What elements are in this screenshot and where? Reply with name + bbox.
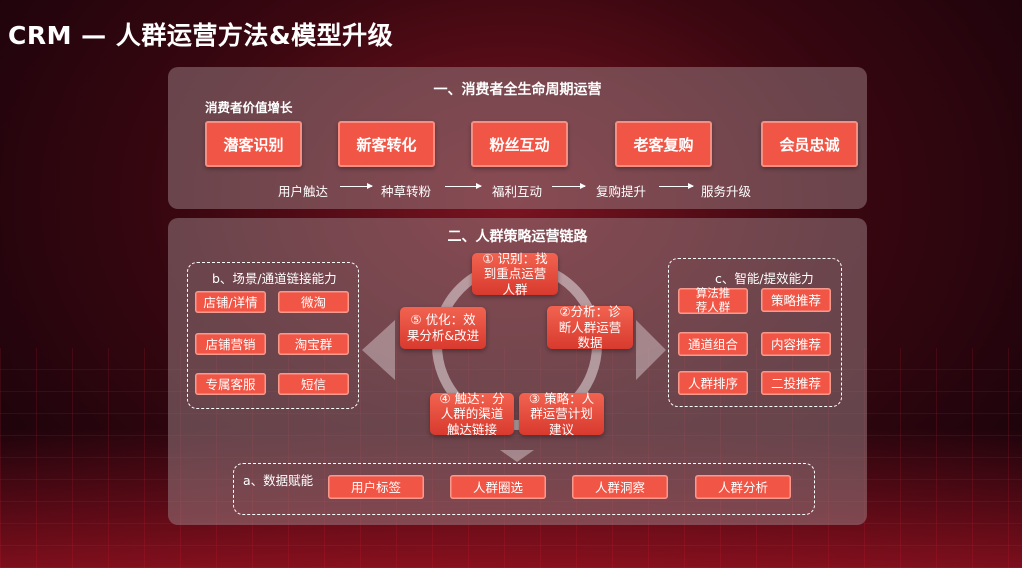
down-arrow-icon xyxy=(500,450,534,462)
page-title: CRM — 人群运营方法&模型升级 xyxy=(8,21,394,50)
stage-fan: 粉丝互动 xyxy=(471,121,568,167)
flow-step: 复购提升 xyxy=(596,184,647,199)
channel-item: 短信 xyxy=(278,373,349,395)
flow-arrow xyxy=(340,183,373,189)
flow-step: 用户触达 xyxy=(278,184,329,199)
flow-arrow xyxy=(552,183,586,189)
smart-item: 策略推荐 xyxy=(761,288,831,312)
data-empowerment-box xyxy=(233,463,815,515)
smart-item: 二投推荐 xyxy=(761,371,831,395)
flow-step: 福利互动 xyxy=(492,184,543,199)
flow-arrow xyxy=(445,183,482,189)
cycle-analyze: ②分析：诊 断人群运营 数据 xyxy=(547,304,633,350)
channel-item: 淘宝群 xyxy=(278,333,349,355)
smart-item: 内容推荐 xyxy=(761,332,831,356)
flow-step: 服务升级 xyxy=(701,184,752,199)
cycle-strategy: ③ 策略：人 群运营计划 建议 xyxy=(519,391,604,437)
smart-capability-box xyxy=(668,258,842,407)
smart-item: 算法推 荐人群 xyxy=(678,286,748,314)
value-growth-label: 消费者价值增长 xyxy=(205,100,293,115)
smart-item: 人群排序 xyxy=(678,371,748,395)
right-arrow-icon xyxy=(636,320,666,380)
data-empowerment-title: a、数据赋能 xyxy=(243,473,314,488)
smart-capability-title: c、智能/提效能力 xyxy=(715,271,814,286)
flow-arrow xyxy=(659,183,694,189)
flow-step: 种草转粉 xyxy=(381,184,432,199)
channel-capability-title: b、场景/通道链接能力 xyxy=(212,271,337,286)
data-item: 人群洞察 xyxy=(572,475,668,499)
channel-item: 专属客服 xyxy=(195,373,266,395)
data-item: 用户标签 xyxy=(328,475,424,499)
cycle-reach: ④ 触达：分 人群的渠道 触达链接 xyxy=(430,391,514,437)
left-arrow-icon xyxy=(362,320,395,380)
data-item: 人群圈选 xyxy=(450,475,546,499)
cycle-identify: ① 识别：找 到重点运营 人群 xyxy=(472,251,558,297)
strategy-title: 二、人群策略运营链路 xyxy=(447,229,588,245)
cycle-optimize: ⑤ 优化：效 果分析&改进 xyxy=(400,307,486,349)
channel-capability-box xyxy=(187,262,359,409)
stage-prospect: 潜客识别 xyxy=(205,121,302,167)
smart-item: 通道组合 xyxy=(678,332,748,356)
stage-new-customer: 新客转化 xyxy=(338,121,435,167)
channel-item: 店铺营销 xyxy=(195,333,266,355)
stage-repurchase: 老客复购 xyxy=(615,121,712,167)
lifecycle-title: 一、消费者全生命周期运营 xyxy=(433,82,602,98)
channel-item: 微淘 xyxy=(278,291,349,313)
lifecycle-panel: 一、消费者全生命周期运营 消费者价值增长 xyxy=(168,67,867,209)
channel-item: 店铺/详情 xyxy=(195,291,266,313)
data-item: 人群分析 xyxy=(695,475,791,499)
stage-member: 会员忠诚 xyxy=(761,121,858,167)
